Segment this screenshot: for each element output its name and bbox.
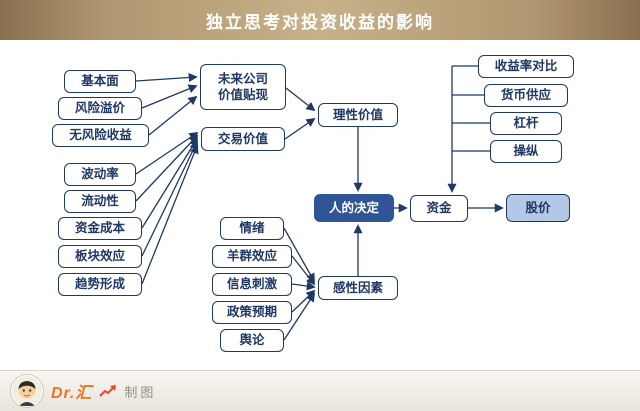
node-human-decision: 人的决定 [314, 194, 394, 222]
node-money-supply: 货币供应 [484, 84, 568, 107]
node-public-opinion: 舆论 [220, 329, 284, 352]
node-trend-formation: 趋势形成 [58, 273, 142, 296]
node-emotional-factors: 感性因素 [318, 276, 398, 300]
node-herd-effect: 羊群效应 [212, 245, 292, 268]
node-future-value-discount: 未来公司 价值贴现 [200, 64, 286, 110]
node-capital: 资金 [410, 195, 468, 222]
node-trading-value: 交易价值 [201, 127, 285, 151]
node-sector-effect: 板块效应 [58, 245, 142, 268]
node-capital-cost: 资金成本 [58, 217, 142, 240]
header-bar: 独立思考对投资收益的影响 [0, 0, 640, 40]
footer-caption: 制图 [124, 384, 157, 400]
trend-chart-icon [99, 385, 117, 397]
node-leverage: 杠杆 [490, 112, 562, 135]
node-fundamentals: 基本面 [64, 70, 136, 93]
node-manipulation: 操纵 [490, 140, 562, 163]
node-risk-premium: 风险溢价 [58, 97, 142, 120]
avatar [10, 374, 44, 408]
node-yield-comparison: 收益率对比 [478, 55, 574, 78]
node-emotion: 情绪 [220, 217, 284, 240]
page-title: 独立思考对投资收益的影响 [206, 12, 434, 32]
node-rational-value: 理性价值 [318, 103, 398, 127]
node-policy-expectation: 政策预期 [212, 301, 292, 324]
node-info-stimulus: 信息刺激 [212, 273, 292, 296]
node-risk-free-return: 无风险收益 [52, 124, 149, 147]
footer-bar: Dr.汇 制图 [0, 370, 640, 411]
node-stock-price: 股价 [506, 194, 570, 222]
brand-logo: Dr.汇 [51, 385, 93, 402]
node-volatility: 波动率 [64, 163, 136, 186]
avatar-cartoon-face [12, 376, 42, 406]
node-liquidity: 流动性 [64, 190, 136, 213]
